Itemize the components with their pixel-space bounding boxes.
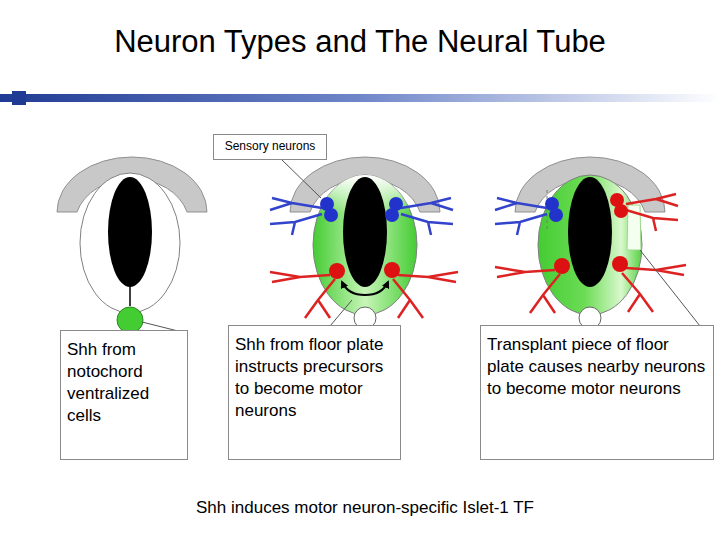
- slide-title: Neuron Types and The Neural Tube: [0, 24, 720, 60]
- slide-caption: Shh induces motor neuron-specific Islet-…: [140, 498, 590, 518]
- sensory-axon: [495, 198, 547, 235]
- motor-neuron: [554, 258, 570, 274]
- header-square: [12, 91, 26, 105]
- sensory-neuron: [324, 208, 338, 222]
- leader-line: [330, 300, 352, 326]
- motor-axon: [270, 272, 335, 318]
- header-bar: [0, 94, 720, 102]
- motor-axon: [626, 194, 678, 231]
- callout-text: Sensory neurons: [216, 139, 324, 155]
- callout-text: Transplant piece of floor plate causes n…: [487, 334, 707, 400]
- motor-axon: [393, 272, 458, 318]
- leader-line: [280, 158, 321, 198]
- floor-plate-arrow: [365, 282, 388, 295]
- motor-axon: [622, 265, 686, 312]
- neural-tube: [313, 175, 417, 315]
- motor-neuron: [384, 262, 400, 278]
- sensory-neuron: [385, 208, 399, 222]
- tube-shading: [313, 175, 417, 315]
- sensory-neuron: [549, 208, 563, 222]
- callout-text: Shh from notochord ventralized cells: [67, 339, 181, 427]
- sensory-axon: [270, 198, 322, 235]
- lumen: [343, 177, 387, 287]
- motor-neuron: [329, 263, 345, 279]
- graft-margin: [547, 190, 548, 230]
- callout-box: Shh from floor plate instructs precursor…: [228, 325, 401, 460]
- floor-plate-arrow: [342, 282, 365, 295]
- lumen: [108, 177, 152, 287]
- sensory-axon: [401, 198, 453, 235]
- motor-neuron: [614, 204, 628, 218]
- leader-line: [640, 250, 700, 326]
- callout-box: Transplant piece of floor plate causes n…: [480, 325, 714, 460]
- signal-arrow: [129, 276, 131, 306]
- callout-text: Shh from floor plate instructs precursor…: [235, 334, 394, 422]
- motor-axon: [495, 267, 560, 313]
- motor-neuron: [612, 256, 628, 272]
- neural-tube: [538, 175, 642, 315]
- callout-box: Shh from notochord ventralized cells: [60, 330, 188, 460]
- label-box: Sensory neurons: [213, 134, 327, 160]
- lumen: [568, 177, 612, 287]
- neural-tube: [80, 173, 180, 313]
